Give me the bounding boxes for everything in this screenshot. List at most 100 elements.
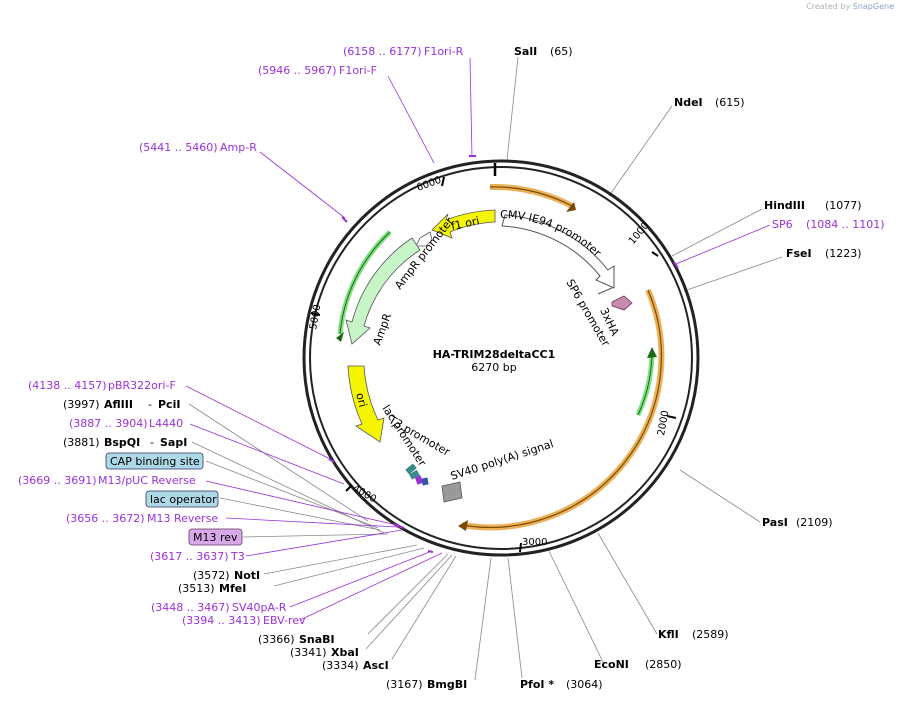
- site-asci-name: AscI: [363, 659, 389, 672]
- tick-4000: 4000: [351, 483, 379, 505]
- primer-sp6-name: SP6: [772, 218, 793, 231]
- site-bspqi-dash: -: [150, 436, 154, 449]
- site-pfoi-pos: (3064): [566, 678, 603, 691]
- primer-ampr-name: Amp-R: [220, 141, 257, 154]
- primer-marks: [328, 155, 679, 553]
- site-bspqi-pos: (3881): [63, 436, 100, 449]
- labels-bottom-center: (3617 .. 3637) T3 (3572) NotI (3513) Mfe…: [150, 550, 467, 691]
- f1-ori-label: f1 ori: [450, 214, 481, 233]
- site-pfoi-name: PfoI *: [520, 678, 554, 691]
- site-leader-lines: [188, 56, 783, 681]
- f1-ori-arrow: [431, 209, 496, 239]
- lac-operator-box: [145, 490, 219, 508]
- ori-label: ori: [353, 391, 369, 408]
- primer-pbr322-name: pBR322ori-F: [108, 379, 176, 392]
- orange-arc-main-head: [458, 520, 468, 531]
- primer-ebv-name: EBV-rev: [263, 614, 306, 627]
- site-kfli-pos: (2589): [692, 628, 729, 641]
- backbone-outer: [302, 159, 700, 557]
- site-afliii-name: AflIII: [104, 398, 133, 411]
- site-ndei-name: NdeI: [674, 96, 703, 109]
- primer-sv40pa-range: (3448 .. 3467): [151, 601, 230, 614]
- site-asci-pos: (3334): [322, 659, 359, 672]
- site-bmgbi-pos: (3167): [386, 678, 423, 691]
- primer-labels-top-left: (6158 .. 6177) F1ori-R (5946 .. 5967) F1…: [139, 45, 464, 154]
- credit-prefix: Created by: [806, 2, 851, 11]
- site-afliii-pos: (3997): [63, 398, 100, 411]
- snapgene-credit: Created by SnapGene: [806, 2, 894, 11]
- ha-tag-arrow: [611, 295, 633, 311]
- site-mfei-pos: (3513): [178, 582, 215, 595]
- green-arc-left-line: [339, 231, 391, 335]
- primer-l4440-name: L4440: [149, 417, 183, 430]
- site-fsei-name: FseI: [786, 247, 812, 260]
- plasmid-length: 6270 bp: [471, 361, 516, 374]
- primer-m13rev-range: (3656 .. 3672): [66, 512, 145, 525]
- tick-2000: 2000: [656, 410, 671, 437]
- site-snabi-pos: (3366): [258, 633, 295, 646]
- primer-leader-lines: [185, 57, 771, 621]
- sp6-mark: [597, 287, 613, 295]
- credit-brand: SnapGene: [852, 2, 894, 11]
- primer-l4440-range: (3887 .. 3904): [69, 417, 148, 430]
- plasmid-name: HA-TRIM28deltaCC1: [433, 348, 556, 361]
- labels-bottom-left: (4138 .. 4157) pBR322ori-F (3997) AflIII…: [28, 379, 187, 449]
- site-noti-name: NotI: [234, 569, 260, 582]
- cap-binding-box: [105, 452, 204, 470]
- sv40-polya-box: [441, 481, 463, 503]
- primer-labels-bottom-left-2: (3656 .. 3672) M13 Reverse: [66, 512, 218, 525]
- green-arc-left-head: [336, 332, 344, 342]
- site-sali-pos: (65): [550, 45, 573, 58]
- site-xbai-pos: (3341): [290, 646, 327, 659]
- primer-f1ori-f-range: (5946 .. 5967): [258, 64, 337, 77]
- lac-cluster: [405, 463, 429, 486]
- primer-t3-range: (3617 .. 3637): [150, 550, 229, 563]
- site-hindiii-pos: (1077): [825, 199, 862, 212]
- site-xbai-name: XbaI: [331, 646, 359, 659]
- ori-arrow: [347, 365, 385, 443]
- site-pasi-pos: (2109): [796, 516, 833, 529]
- m13-rev-box: [188, 528, 243, 546]
- site-pasi-name: PasI: [762, 516, 788, 529]
- site-afliii-dash: -: [148, 398, 152, 411]
- primer-ampr-range: (5441 .. 5460): [139, 141, 218, 154]
- green-arc-right: [635, 351, 655, 417]
- m13-rev-label: M13 rev: [193, 531, 238, 544]
- orange-arc-top-head: [566, 202, 576, 212]
- site-mfei-name: MfeI: [219, 582, 246, 595]
- site-labels-top-right: SalI (65) NdeI (615) HindIII (1077) SP6 …: [514, 45, 885, 691]
- site-hindiii-name: HindIII: [764, 199, 805, 212]
- primer-f1ori-f-name: F1ori-F: [339, 64, 377, 77]
- primer-m13rev-name: M13 Reverse: [147, 512, 218, 525]
- site-bspqi-name: BspQI: [104, 436, 140, 449]
- backbone-inner: [309, 166, 693, 550]
- primer-sp6-range: (1084 .. 1101): [806, 218, 885, 231]
- orange-arc-main-line: [461, 289, 662, 528]
- orange-arc-top-line: [489, 186, 573, 207]
- primer-m13puc-name: M13/pUC Reverse: [98, 474, 196, 487]
- primer-t3-name: T3: [230, 550, 245, 563]
- primer-m13puc-range: (3669 .. 3691): [18, 474, 97, 487]
- site-fsei-pos: (1223): [825, 247, 862, 260]
- site-econi-pos: (2850): [645, 658, 682, 671]
- tick-5000: 5000: [308, 304, 323, 331]
- primer-f1ori-r-range: (6158 .. 6177): [343, 45, 422, 58]
- site-pcii-name: PciI: [158, 398, 180, 411]
- orange-arc-top: [489, 183, 574, 209]
- lac-operator-label: lac operator: [150, 493, 217, 506]
- cmv-promoter-arrow: [501, 214, 615, 289]
- site-sapi-name: SapI: [160, 436, 187, 449]
- site-snabi-name: SnaBI: [299, 633, 335, 646]
- ampr-label: AmpR: [371, 311, 395, 347]
- tick-3000: 3000: [522, 537, 547, 548]
- site-kfli-name: KflI: [658, 628, 679, 641]
- site-econi-name: EcoNI: [594, 658, 629, 671]
- cap-binding-label: CAP binding site: [110, 455, 200, 468]
- ampr-promoter-arrow: [415, 231, 433, 247]
- site-bmgbi-name: BmgBI: [427, 678, 467, 691]
- sv40-polya-label: SV40 poly(A) signal: [449, 437, 555, 483]
- ampr-arrow: [345, 237, 421, 345]
- primer-f1ori-r-name: F1ori-R: [424, 45, 464, 58]
- primer-labels-bottom-left: (3669 .. 3691) M13/pUC Reverse: [18, 474, 196, 487]
